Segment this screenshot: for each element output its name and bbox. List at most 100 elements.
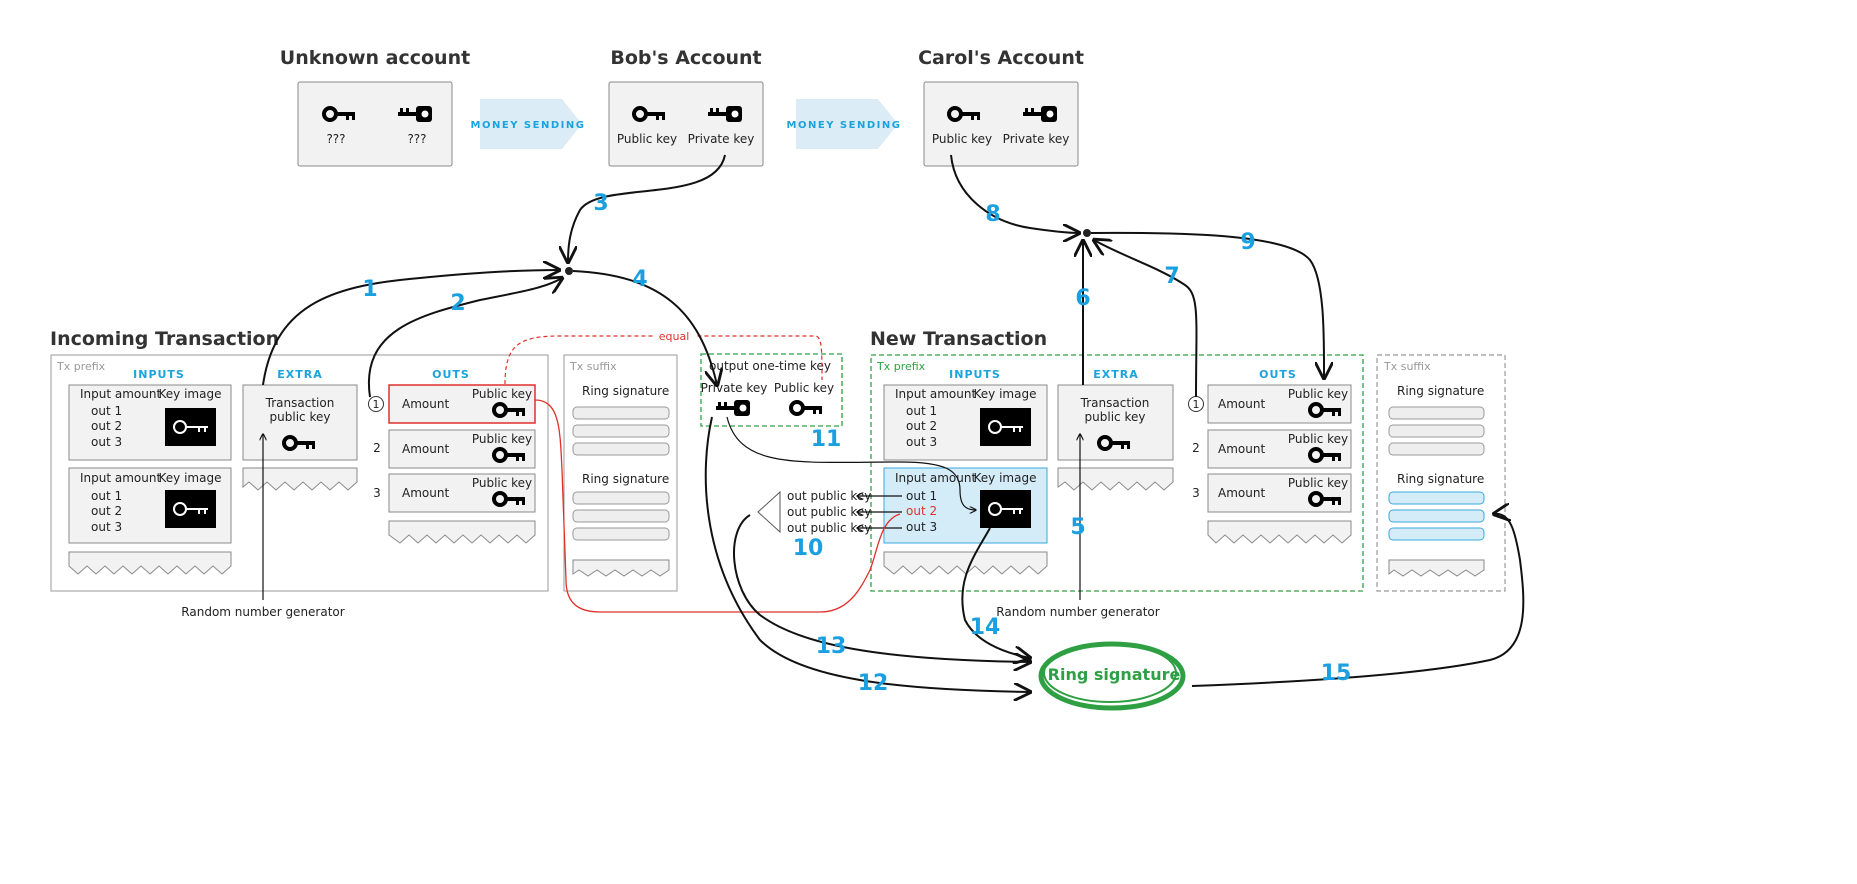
extra-text: Transaction	[1080, 396, 1150, 410]
account-carol: Carol's Account Public key Private key	[918, 47, 1084, 167]
incoming-inputs-head: INPUTS	[133, 368, 185, 381]
public-key-icon	[789, 400, 824, 416]
new-extra-head: EXTRA	[1093, 368, 1138, 381]
step-number: 13	[816, 634, 847, 659]
ring-fanout: out public key out public key out public…	[757, 489, 902, 535]
out-label: out 2	[91, 504, 122, 518]
out-label: out 1	[906, 404, 937, 418]
account-bob: Bob's Account Public key Private key	[608, 47, 764, 167]
step-number: 5	[1070, 515, 1085, 540]
amount-label: Amount	[402, 397, 449, 411]
out-public-key-label: out public key	[787, 521, 871, 535]
out-label: out 3	[91, 435, 122, 449]
step-number: 1	[362, 277, 377, 302]
out-number: 3	[1192, 486, 1200, 500]
step-number: 14	[970, 615, 1001, 640]
random-number-generator-label: Random number generator	[996, 605, 1159, 619]
unknown-private-label: ???	[407, 132, 426, 146]
bob-public-label: Public key	[617, 132, 677, 146]
carol-public-label: Public key	[932, 132, 992, 146]
equal-label: equal	[659, 330, 690, 343]
extra-text: public key	[1085, 410, 1146, 424]
incoming-extra-head: EXTRA	[277, 368, 322, 381]
account-bob-title: Bob's Account	[610, 47, 761, 69]
extra-text: Transaction	[265, 396, 335, 410]
step-number: 8	[985, 202, 1000, 227]
input-amount-label: Input amount	[895, 387, 976, 401]
one-time-public-label: Public key	[774, 381, 834, 395]
out-number: 1	[1193, 398, 1200, 411]
step-number: 6	[1075, 286, 1090, 311]
out-label-selected: out 2	[906, 504, 937, 518]
out-public-key-label: out public key	[787, 505, 871, 519]
ring-signature-label: Ring signature	[582, 472, 669, 486]
input-amount-label: Input amount	[80, 471, 161, 485]
public-key-label: Public key	[472, 432, 532, 446]
out-label: out 1	[91, 489, 122, 503]
key-image-label: Key image	[159, 471, 222, 485]
key-image-label: Key image	[974, 471, 1037, 485]
ring-signature-label: Ring signature	[1397, 384, 1484, 398]
ring-signature-label: Ring signature	[1397, 472, 1484, 486]
money-sending-arrow-1: MONEY SENDING	[471, 99, 586, 149]
new-tx-suffix: Tx suffix	[1383, 360, 1431, 373]
step-number: 9	[1240, 230, 1255, 255]
extra-text: public key	[270, 410, 331, 424]
incoming-outs-head: OUTS	[432, 368, 470, 381]
input-amount-label: Input amount	[80, 387, 161, 401]
step-number: 3	[593, 191, 608, 216]
out-public-key-label: out public key	[787, 489, 871, 503]
amount-label: Amount	[1218, 442, 1265, 456]
ring-signature-label: Ring signature	[582, 384, 669, 398]
private-key-icon	[716, 400, 750, 416]
carol-private-label: Private key	[1003, 132, 1070, 146]
one-time-private-label: Private key	[701, 381, 768, 395]
out-label: out 2	[906, 419, 937, 433]
amount-label: Amount	[402, 486, 449, 500]
amount-label: Amount	[1218, 486, 1265, 500]
ring-signature-badge: Ring signature	[1038, 641, 1186, 711]
amount-label: Amount	[402, 442, 449, 456]
step-number: 11	[811, 427, 842, 452]
unknown-public-label: ???	[326, 132, 345, 146]
new-inputs-head: INPUTS	[949, 368, 1001, 381]
out-label: out 2	[91, 419, 122, 433]
account-carol-title: Carol's Account	[918, 47, 1084, 69]
incoming-title: Incoming Transaction	[50, 328, 279, 350]
step-number: 4	[632, 267, 647, 292]
key-image-label: Key image	[159, 387, 222, 401]
out-label: out 1	[906, 489, 937, 503]
step-number: 15	[1321, 661, 1352, 686]
public-key-label: Public key	[472, 387, 532, 401]
key-image-label: Key image	[974, 387, 1037, 401]
money-sending-label: MONEY SENDING	[787, 120, 902, 131]
step-number: 10	[793, 536, 824, 561]
new-tx-title: New Transaction	[870, 328, 1047, 350]
incoming-tx-suffix: Tx suffix	[569, 360, 617, 373]
out-label: out 3	[91, 520, 122, 534]
public-key-label: Public key	[1288, 432, 1348, 446]
new-tx-prefix: Tx prefix	[876, 360, 926, 373]
money-sending-arrow-2: MONEY SENDING	[787, 99, 902, 149]
one-time-key-title: output one-time key	[709, 359, 831, 373]
input-amount-label: Input amount	[895, 471, 976, 485]
new-outs-head: OUTS	[1259, 368, 1297, 381]
public-key-label: Public key	[1288, 387, 1348, 401]
out-label: out 3	[906, 520, 937, 534]
money-sending-label: MONEY SENDING	[471, 120, 586, 131]
step-numbers: 1 2 3 4 5 6 7 8 9 10 11 12 13 14 15	[362, 191, 1351, 696]
out-number: 3	[373, 486, 381, 500]
out-label: out 1	[91, 404, 122, 418]
step-number: 12	[858, 671, 889, 696]
amount-label: Amount	[1218, 397, 1265, 411]
ring-signature-badge-label: Ring signature	[1048, 665, 1181, 684]
out-number: 2	[373, 441, 381, 455]
bob-private-label: Private key	[688, 132, 755, 146]
new-transaction: New Transaction Tx prefix INPUTS EXTRA O…	[870, 328, 1506, 619]
out-label: out 3	[906, 435, 937, 449]
step-number: 7	[1164, 264, 1179, 289]
out-number: 2	[1192, 441, 1200, 455]
account-unknown: Unknown account ??? ???	[280, 47, 470, 167]
output-one-time-key: output one-time key Private key Public k…	[504, 329, 843, 427]
